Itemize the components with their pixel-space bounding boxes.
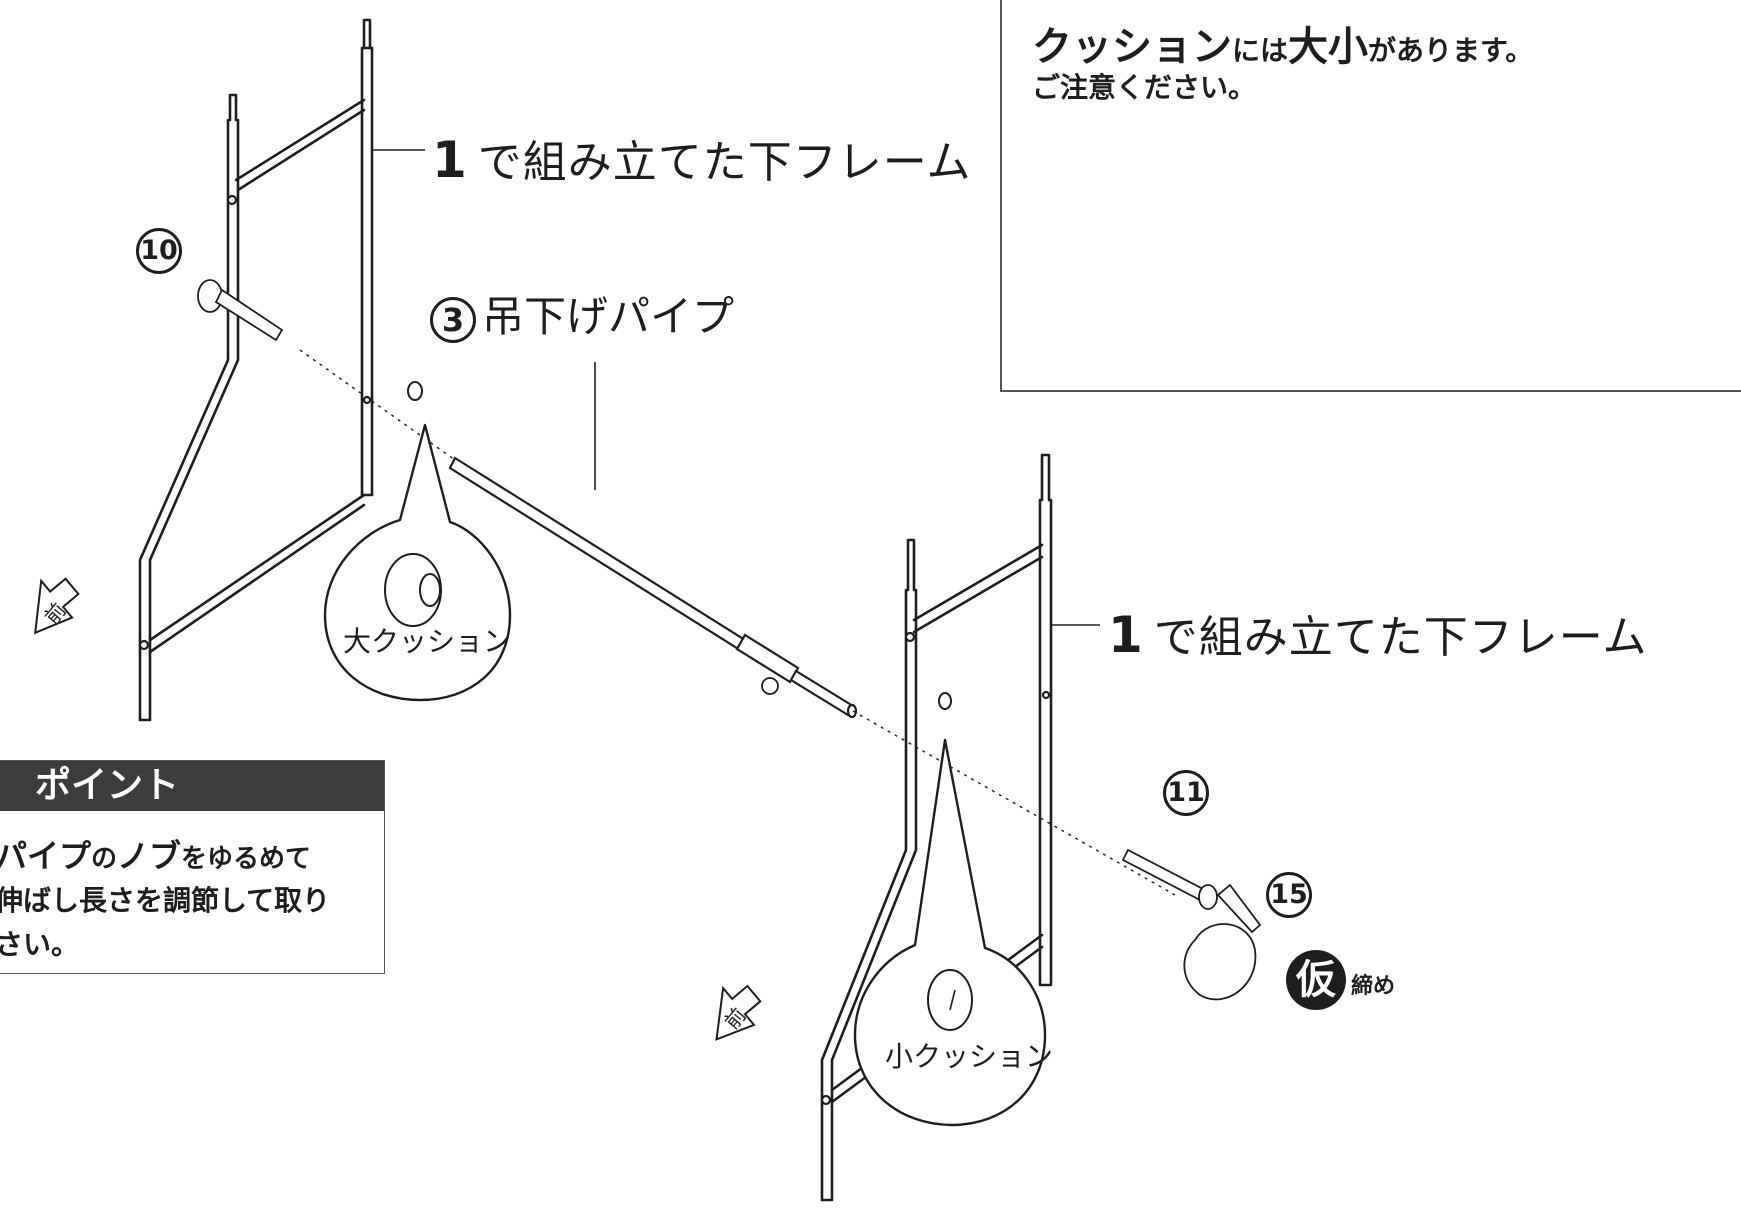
large-cushion-label: 大クッション: [343, 625, 512, 658]
large-cushion-callout: [323, 423, 512, 702]
part-number-11: 11: [1163, 770, 1209, 816]
hanging-pipe: [448, 456, 858, 719]
point-box: ポイント パイプのノブをゆるめて 伸ばし長さを調節して取り さい。: [0, 760, 385, 974]
point-header: ポイント: [0, 761, 384, 811]
frame-label-text: で組み立てた下フレーム: [477, 137, 972, 188]
cushion-note-box: [1000, 0, 1741, 392]
frame-step-number: 1: [432, 131, 468, 189]
cap-bolt-10: [197, 279, 284, 342]
note-ending: があります。: [1368, 34, 1534, 67]
point-line2: 伸ばし長さを調節して取り: [0, 884, 331, 917]
point-verb: をゆるめて: [181, 844, 312, 874]
point-line3: さい。: [0, 928, 80, 961]
long-bolt-11: [1121, 848, 1218, 910]
cushion-note-line1: クッションには大小があります。: [1032, 14, 1533, 72]
hex-wrench-15: [1183, 883, 1262, 1001]
frame-label-text: で組み立てた下フレーム: [1153, 612, 1648, 663]
small-cushion-callout: [853, 738, 1047, 1127]
pipe-part-number: 3: [430, 296, 476, 343]
cushion-note-line2: ご注意ください。: [1032, 71, 1257, 104]
point-word-pipe: パイプ: [0, 837, 92, 875]
note-word-size: 大小: [1288, 24, 1369, 70]
point-particle-no: の: [91, 844, 118, 874]
pipe-label-text: 吊下げパイプ: [482, 292, 735, 341]
part-number-15: 15: [1266, 872, 1312, 918]
tighten-text: 締め: [1351, 974, 1396, 999]
note-word-cushion: クッション: [1032, 24, 1232, 70]
point-line1: パイプのノブをゆるめて: [0, 831, 311, 877]
frame-step-number: 1: [1108, 606, 1144, 664]
part-number-10: 10: [136, 228, 182, 274]
temporary-badge: 仮: [1286, 950, 1346, 1010]
small-cushion-part: [938, 692, 952, 710]
point-word-knob: ノブ: [117, 837, 182, 875]
note-particle: には: [1232, 34, 1289, 67]
assembly-guide-left: [299, 349, 456, 461]
small-cushion-label: 小クッション: [885, 1040, 1054, 1073]
large-cushion-part: [407, 381, 423, 401]
assembly-guide-right: [852, 710, 1176, 896]
